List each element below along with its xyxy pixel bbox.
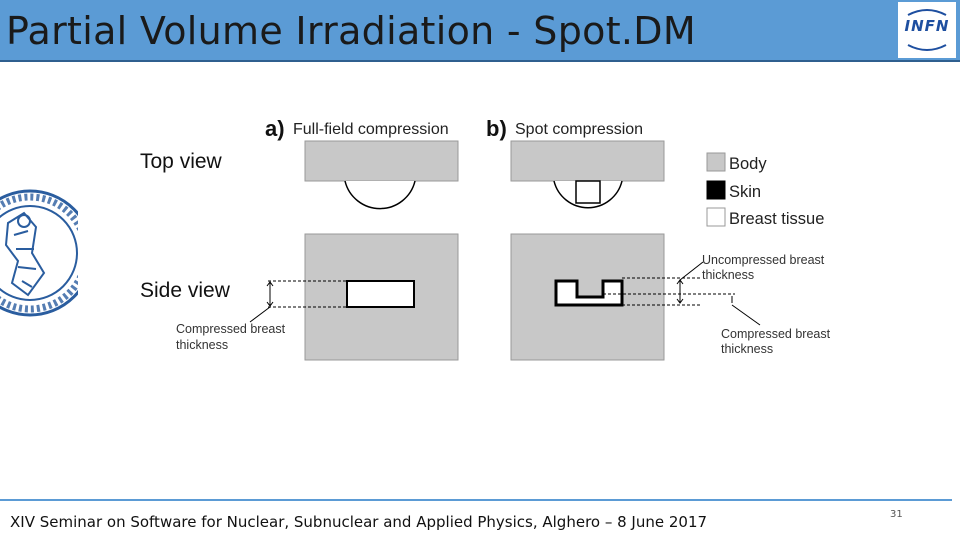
page-number: 31 [890, 509, 903, 520]
uncompressed-thickness-b-line2: thickness [702, 268, 754, 282]
uncompressed-thickness-b-line1: Uncompressed breast [702, 253, 825, 267]
compressed-thickness-b-line1: Compressed breast [721, 327, 831, 341]
logo-arcs [907, 9, 947, 51]
legend-swatch-skin [706, 180, 726, 200]
title-bar: Partial Volume Irradiation - Spot.DM INF… [0, 0, 960, 62]
legend-swatch-breast-tissue [706, 207, 726, 227]
compressed-thickness-b-line2: thickness [721, 342, 773, 356]
panel-a-letter: a) [265, 116, 285, 141]
panel-b-title: Spot compression [515, 121, 643, 138]
legend: Body Skin Breast tissue [706, 152, 824, 228]
breast-outline-a [344, 180, 416, 210]
panel-a-side-view [249, 233, 459, 361]
logo-text: INFN [904, 17, 950, 35]
footer-divider [0, 499, 952, 501]
legend-label-body: Body [729, 155, 767, 173]
university-seal-icon [0, 189, 78, 317]
slide-title: Partial Volume Irradiation - Spot.DM [6, 9, 696, 53]
compression-paddle-b [510, 140, 665, 182]
panel-b-side-view [510, 233, 761, 361]
panel-b-letter: b) [486, 116, 507, 141]
compressed-thickness-a-line1: Compressed breast [176, 322, 286, 336]
legend-label-breast-tissue: Breast tissue [729, 210, 824, 228]
spot-paddle-b [575, 180, 601, 204]
legend-swatch-body [706, 152, 726, 172]
spot-compressed-breast-b [554, 279, 624, 307]
legend-label-skin: Skin [729, 183, 761, 201]
panel-a-title: Full-field compression [293, 121, 449, 138]
side-view-label: Side view [140, 279, 231, 302]
compressed-thickness-a-line2: thickness [176, 338, 228, 352]
compression-paddle-a [304, 140, 459, 182]
footer-text: XIV Seminar on Software for Nuclear, Sub… [10, 513, 708, 531]
compressed-breast-a [346, 280, 415, 308]
panel-a-top-view [304, 140, 459, 210]
infn-logo-icon: INFN [898, 2, 956, 58]
panel-b-top-view [510, 140, 665, 209]
top-view-label: Top view [140, 150, 223, 173]
